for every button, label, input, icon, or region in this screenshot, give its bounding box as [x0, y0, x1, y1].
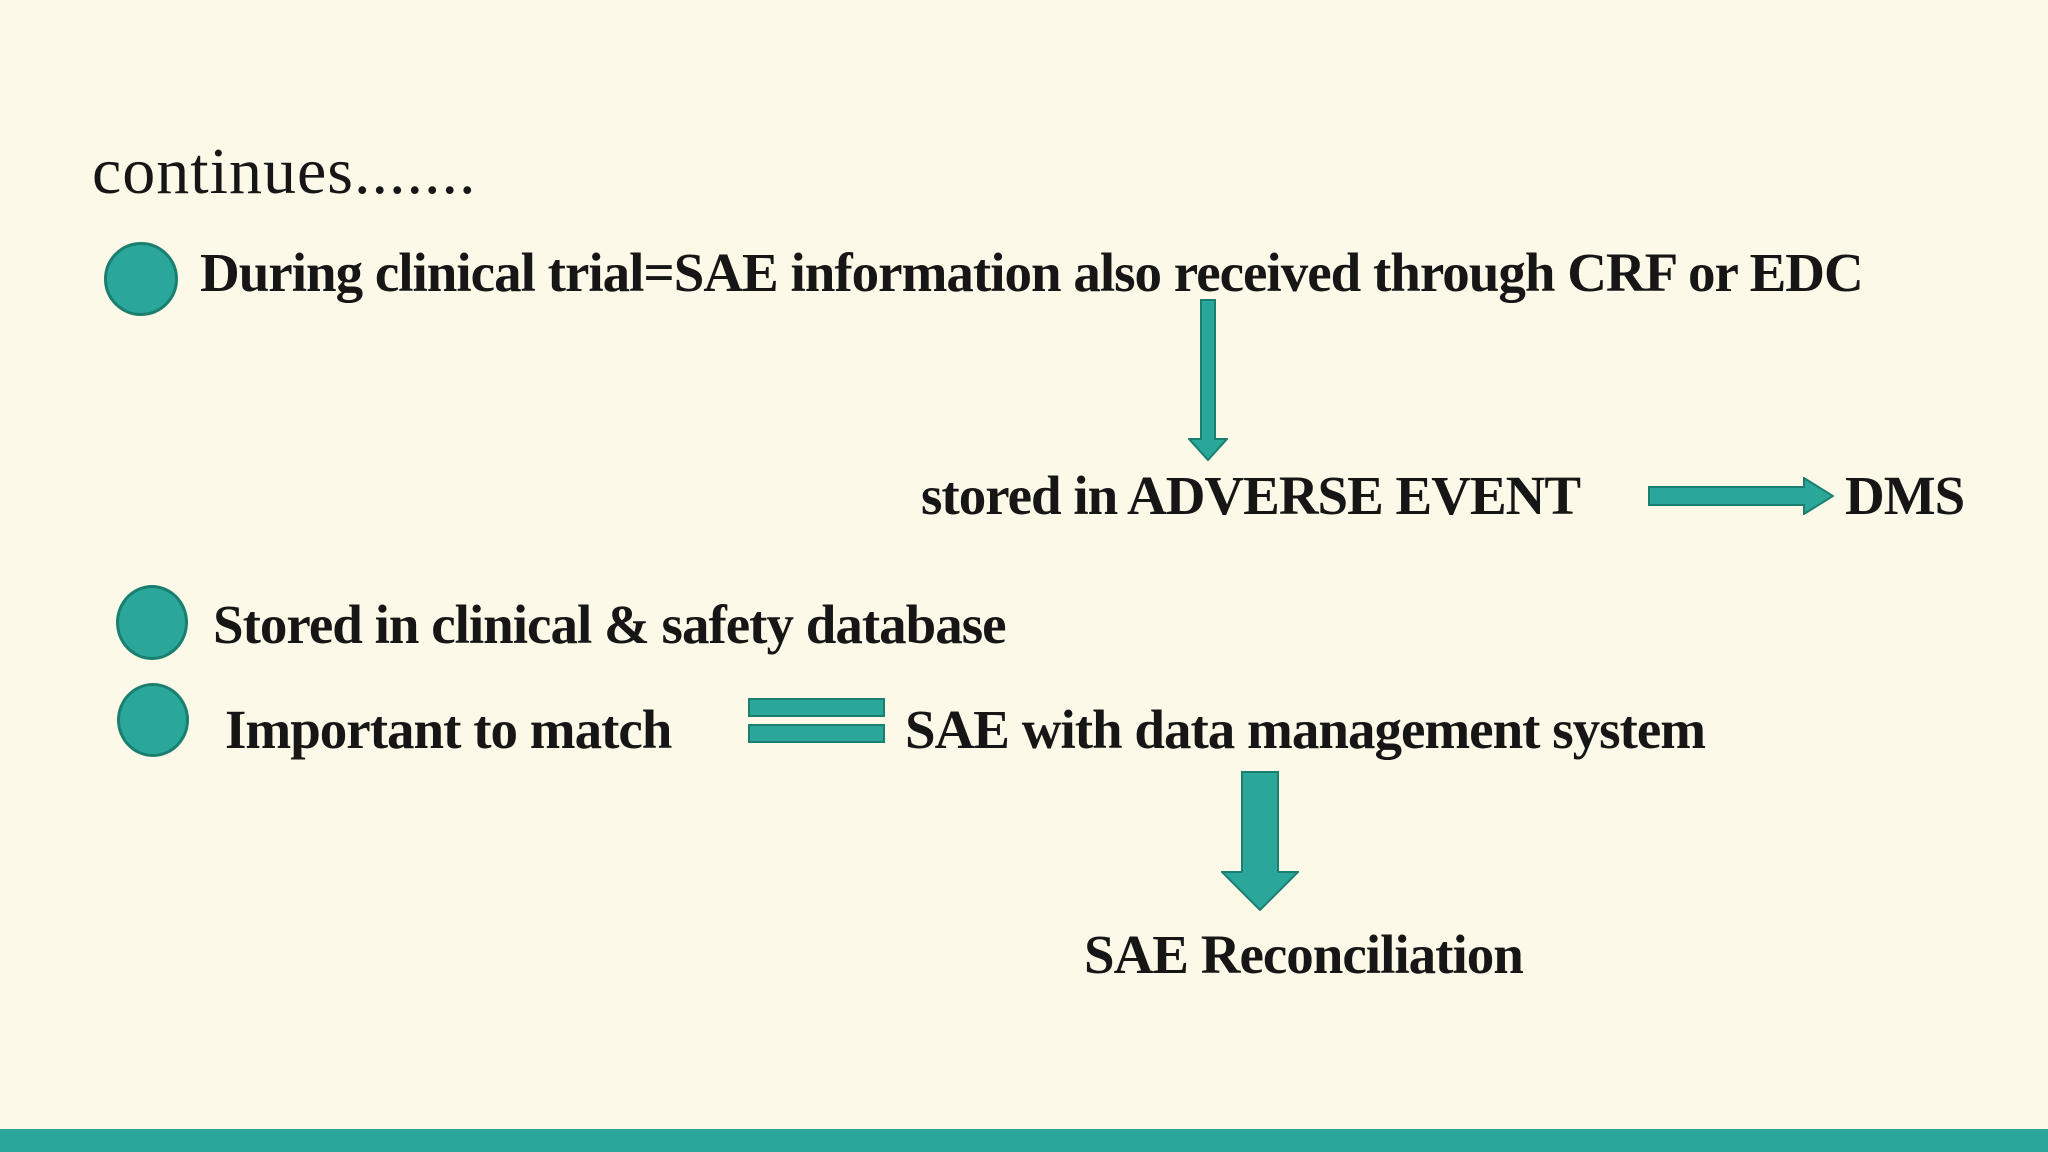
- bullet-text-during-trial: During clinical trial=SAE information al…: [200, 242, 1864, 303]
- bullet-icon: [104, 242, 178, 316]
- arrow-down-icon: [1221, 771, 1299, 911]
- flow-node-sae-reconciliation: SAE Reconciliation: [1084, 924, 1524, 985]
- page-title: continues.......: [92, 135, 477, 208]
- bullet-icon: [117, 683, 189, 757]
- bullet-text-stored-database: Stored in clinical & safety database: [213, 594, 1007, 655]
- arrow-right-icon: [1648, 477, 1834, 515]
- flow-node-dms: DMS: [1845, 465, 1965, 526]
- flow-node-stored-in-adverse-event: stored in ADVERSE EVENT: [921, 465, 1581, 526]
- bullet-icon: [116, 585, 188, 660]
- flow-node-sae-dms-match: SAE with data management system: [905, 699, 1706, 760]
- bullet-text-important-match: Important to match: [225, 699, 672, 760]
- footer-accent-bar: [0, 1129, 2048, 1152]
- arrow-down-icon: [1188, 299, 1228, 461]
